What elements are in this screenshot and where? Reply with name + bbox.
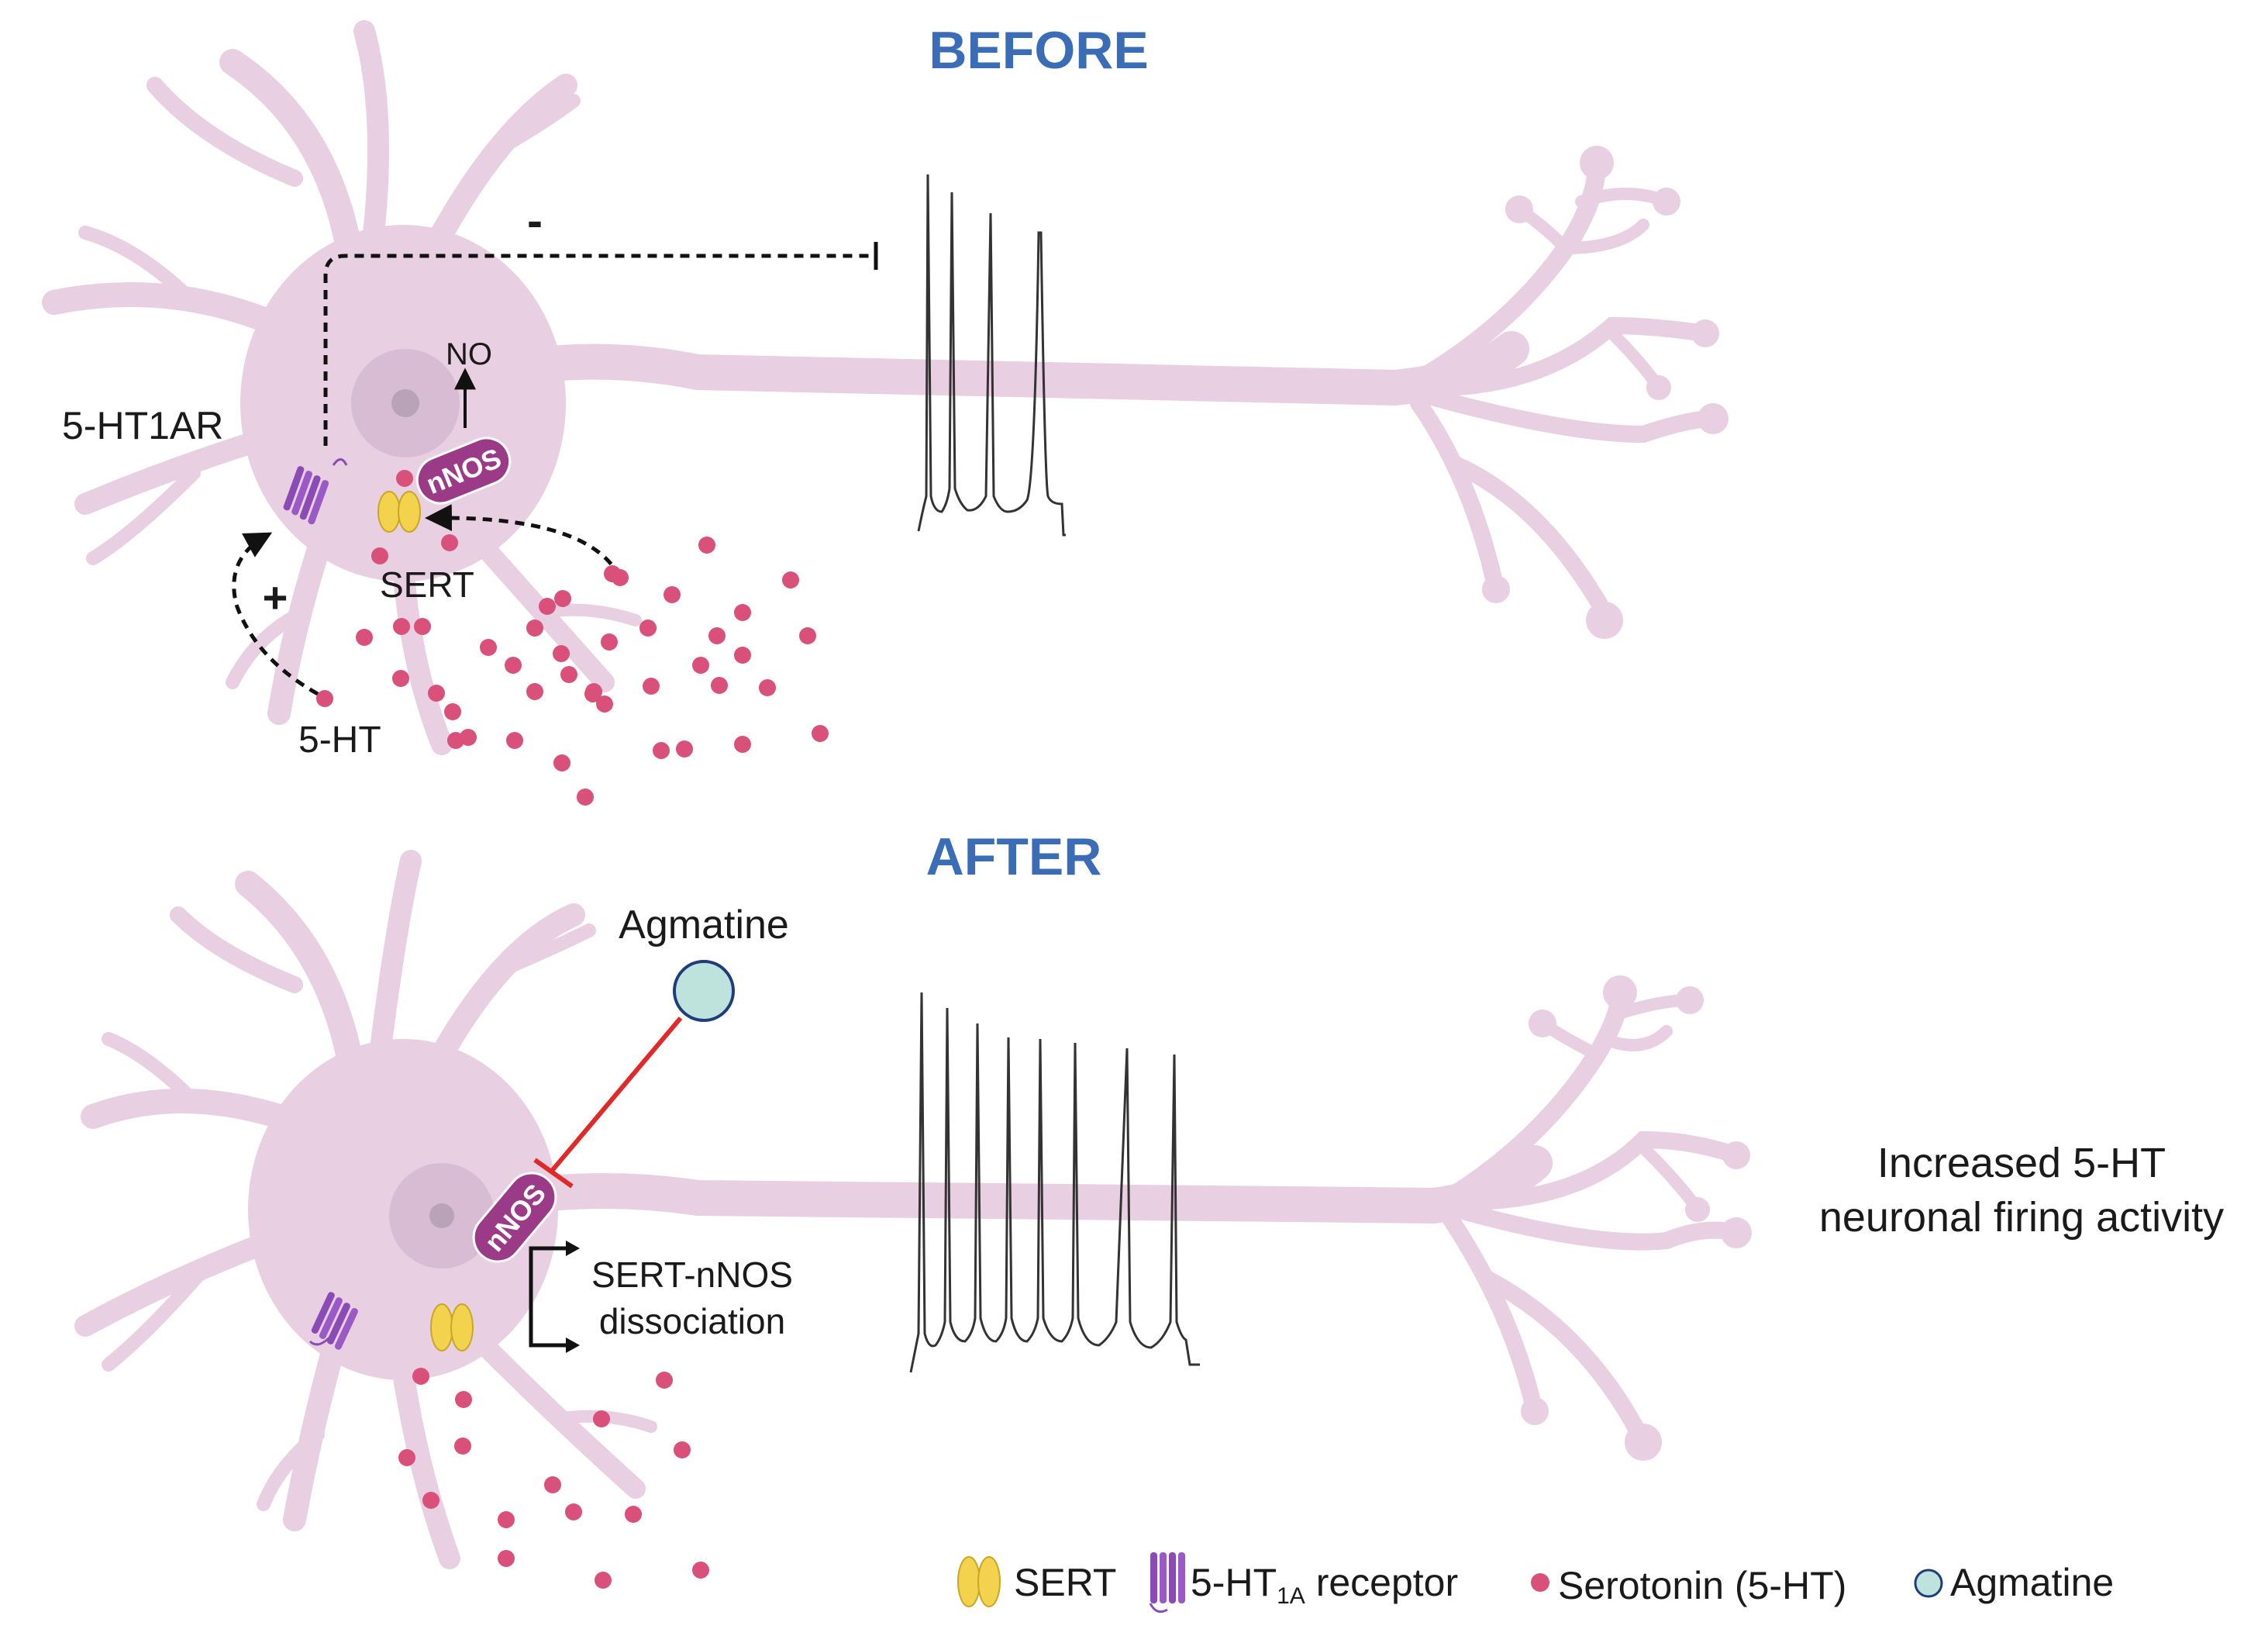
before-inhibit-sign: - — [527, 195, 543, 247]
legend-serotonin-icon — [1531, 1573, 1549, 1592]
after-dissociation-label-2: dissociation — [599, 1301, 785, 1341]
after-agmatine-label: Agmatine — [619, 903, 789, 947]
after-inhibition-bar — [533, 1158, 574, 1189]
before-reuptake-path — [425, 504, 622, 579]
before-receptor-icon — [283, 458, 348, 525]
before-serotonin-cluster — [316, 470, 829, 806]
legend-agmatine-icon — [1914, 1569, 1943, 1598]
legend-receptor-tail: receptor — [1305, 1561, 1458, 1604]
before-title: BEFORE — [929, 21, 1148, 80]
legend-receptor-label: 5-HT1A receptor — [1191, 1561, 1458, 1609]
legend-sert-label: SERT — [1014, 1561, 1116, 1604]
before-spike-train — [917, 174, 1066, 537]
before-sert-label: SERT — [380, 564, 474, 605]
after-inhibition-line — [550, 1016, 683, 1172]
after-neuron — [74, 850, 1752, 1569]
before-nucleolus — [391, 389, 419, 417]
legend-agmatine-label: Agmatine — [1950, 1561, 2114, 1604]
after-dissociation-arrowhead-top — [566, 1241, 580, 1256]
legend-receptor-main: 5-HT — [1191, 1561, 1277, 1604]
after-panel: AFTER — [74, 827, 2224, 1589]
after-nnos: nNOS — [472, 1172, 557, 1263]
after-outcome-line-2: neuronal firing activity — [1819, 1194, 2224, 1241]
before-activate-sign: + — [263, 573, 288, 622]
before-activation-path — [232, 532, 319, 696]
after-serotonin-cluster — [398, 1368, 709, 1589]
before-receptor-label: 5-HT1AR — [62, 404, 223, 447]
before-inhibition-path — [323, 254, 876, 446]
after-dissociation-arrowhead-bottom — [566, 1337, 580, 1353]
after-receptor-icon — [308, 1292, 358, 1350]
after-sert-icon — [430, 1303, 474, 1351]
after-dissociation-arrows — [529, 1246, 574, 1348]
legend-sert-icon — [957, 1556, 1001, 1607]
legend-receptor-icon — [1149, 1552, 1185, 1614]
before-serotonin-label: 5-HT — [298, 720, 381, 761]
before-sert-icon — [377, 491, 421, 533]
before-panel: BEFORE — [42, 20, 1729, 806]
before-no-label: NO — [446, 337, 492, 371]
after-nucleolus — [429, 1203, 454, 1228]
after-agmatine-icon — [673, 960, 735, 1022]
after-dissociation-label-1: SERT-nNOS — [591, 1255, 793, 1295]
legend-serotonin-label: Serotonin (5-HT) — [1558, 1564, 1846, 1607]
before-neuron — [42, 20, 1729, 755]
after-outcome-line-1: Increased 5-HT — [1877, 1140, 2166, 1186]
legend-receptor-sub: 1A — [1277, 1583, 1305, 1609]
legend: SERT 5-HT1A receptor Serotonin (5-HT) Ag… — [957, 1552, 2114, 1614]
after-title: AFTER — [926, 827, 1102, 886]
after-spike-train — [909, 992, 1200, 1373]
